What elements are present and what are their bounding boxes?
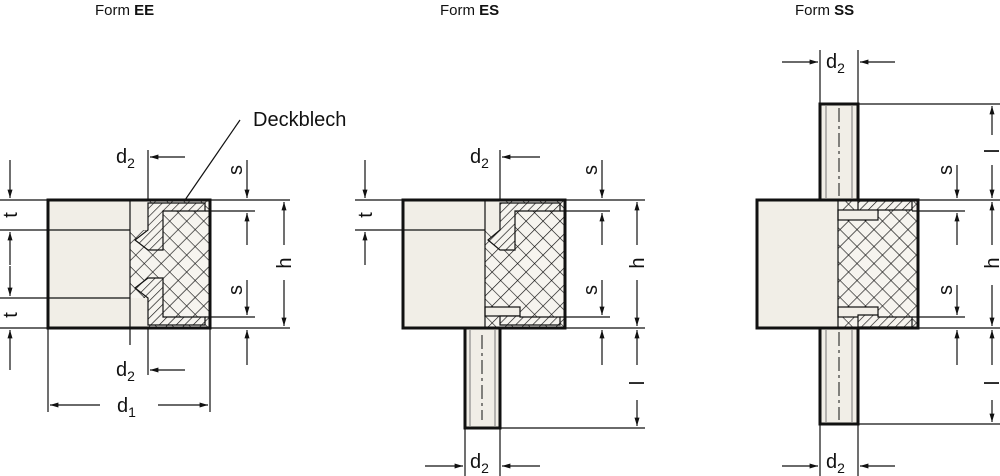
ss-s-bottom-label: s [935, 285, 957, 295]
ss-d2-bottom-label: d2 [826, 451, 845, 476]
ee-d2-top-label: d2 [116, 146, 135, 171]
ss-l-bottom-label: l [982, 381, 1000, 385]
ee-d2-bottom-label: d2 [116, 359, 135, 384]
ee-s-top-label: s [225, 165, 247, 175]
ss-s-top-label: s [935, 165, 957, 175]
ee-t-top-label: t [0, 212, 22, 218]
form-ss-drawing [755, 50, 1000, 476]
callout-deckblech: Deckblech [253, 109, 346, 131]
ee-t-bottom-label: t [0, 312, 22, 318]
form-ss-title: Form SS [795, 2, 854, 19]
ss-d2-top-label: d2 [826, 51, 845, 76]
es-l-label: l [627, 381, 649, 385]
es-s-top-label: s [580, 165, 602, 175]
ss-l-top-label: l [982, 149, 1000, 153]
es-s-bottom-label: s [580, 285, 602, 295]
ee-s-bottom-label: s [225, 285, 247, 295]
es-d2-top-label: d2 [470, 146, 489, 171]
ss-h-label: h [982, 257, 1000, 268]
form-ee-drawing [0, 119, 290, 412]
es-h-label: h [627, 257, 649, 268]
ee-h-label: h [274, 257, 296, 268]
form-es-title: Form ES [440, 2, 499, 19]
es-d2-bottom-label: d2 [470, 451, 489, 476]
ee-d1-label: d1 [117, 395, 136, 420]
form-ee-title: Form EE [95, 2, 154, 19]
es-t-label: t [355, 212, 377, 218]
form-es-drawing [355, 150, 645, 476]
